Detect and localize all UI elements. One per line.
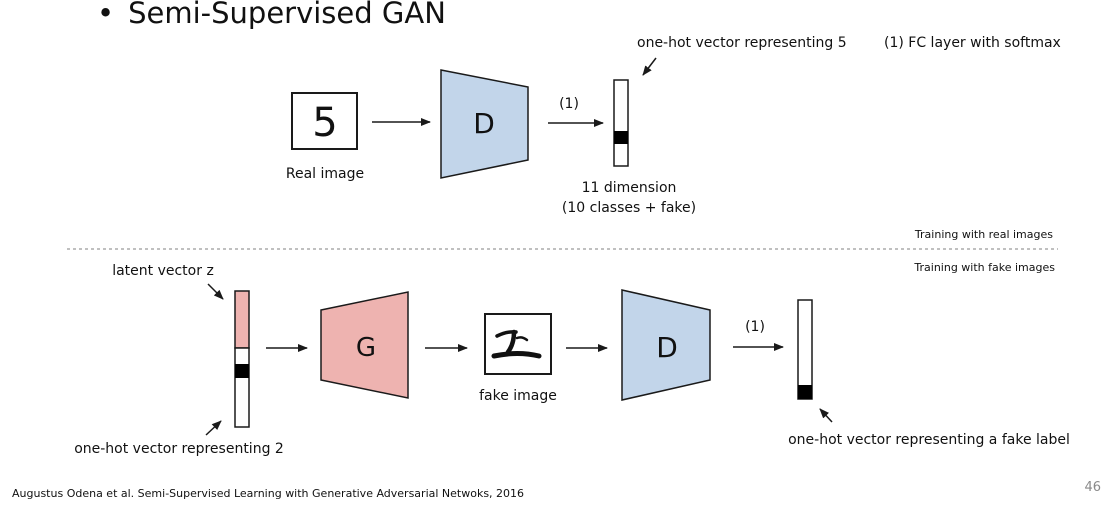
onehot-fake-cell bbox=[798, 385, 812, 399]
dimension-line2: (10 classes + fake) bbox=[562, 200, 696, 216]
fc-marker-top: (1) bbox=[559, 96, 579, 112]
generator bbox=[320, 291, 409, 399]
real-image-frame bbox=[291, 92, 358, 150]
real-image-label: Real image bbox=[286, 166, 364, 182]
fake-image-frame bbox=[484, 313, 552, 375]
onehot-input-label: one-hot vector representing 2 bbox=[74, 441, 284, 457]
slide-title: • Semi-Supervised GAN bbox=[97, 0, 446, 30]
onehot-vector-input bbox=[234, 347, 250, 428]
onehot-vector-top bbox=[613, 79, 629, 167]
fc-legend: (1) FC layer with softmax bbox=[884, 35, 1061, 51]
onehot-label-top: one-hot vector representing 5 bbox=[637, 35, 847, 51]
onehot-active-cell-top bbox=[614, 131, 628, 144]
fake-digit-stroke bbox=[491, 329, 542, 359]
fake-onehot-label: one-hot vector representing a fake label bbox=[788, 432, 1070, 448]
pointer-onehot-top bbox=[642, 57, 657, 76]
latent-vector-label: latent vector z bbox=[112, 263, 214, 279]
fc-marker-bottom: (1) bbox=[745, 319, 765, 335]
dimension-line1: 11 dimension bbox=[582, 180, 677, 196]
onehot-vector-output bbox=[797, 299, 813, 400]
generator-label: G bbox=[356, 333, 376, 363]
fake-image-label: fake image bbox=[479, 388, 557, 404]
pointer-latent bbox=[207, 283, 224, 300]
caption-fake-training: Training with fake images bbox=[913, 261, 1055, 274]
pointer-onehot-input bbox=[205, 420, 222, 436]
caption-real-training: Training with real images bbox=[914, 228, 1053, 241]
page-number: 46 bbox=[1084, 480, 1101, 495]
citation: Augustus Odena et al. Semi-Supervised Le… bbox=[12, 487, 524, 500]
discriminator-bottom-label: D bbox=[656, 331, 678, 364]
latent-vector-segment bbox=[234, 290, 250, 349]
real-image-digit: 5 bbox=[312, 100, 337, 146]
onehot-active-cell-input bbox=[235, 364, 249, 378]
title-text: Semi-Supervised GAN bbox=[128, 0, 446, 30]
discriminator-top-label: D bbox=[473, 107, 495, 140]
discriminator-bottom bbox=[621, 289, 711, 401]
pointer-fake-label bbox=[819, 408, 833, 423]
title-bullet: • bbox=[97, 0, 115, 30]
discriminator-top bbox=[440, 69, 529, 179]
